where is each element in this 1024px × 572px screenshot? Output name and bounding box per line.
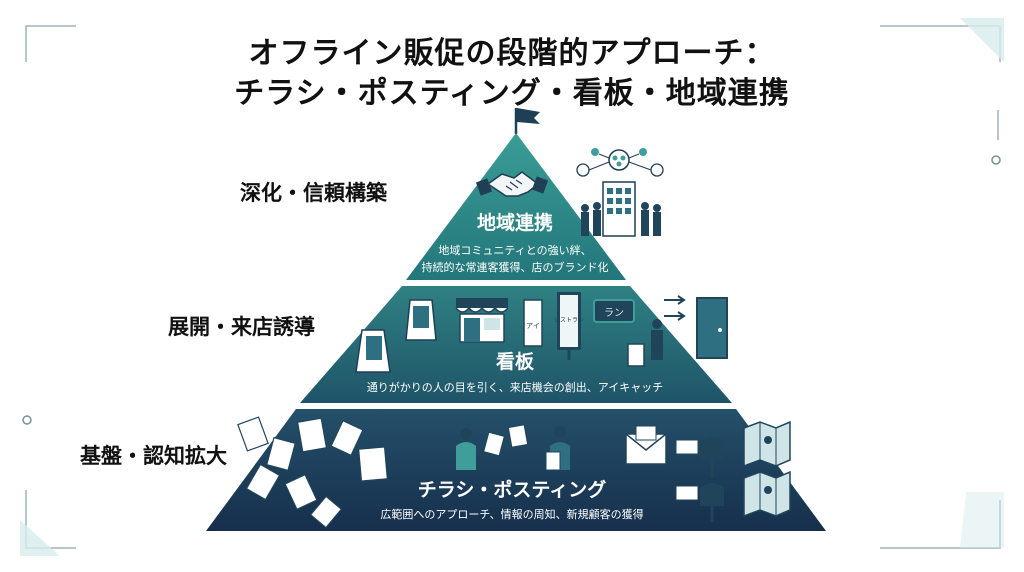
page-title-line1: オフライン販促の段階的アプローチ： xyxy=(248,36,776,71)
mailbox-icon xyxy=(675,437,724,522)
tier-title-flyers: チラシ・ポスティング xyxy=(418,478,606,501)
tier-title-signboard: 看板 xyxy=(495,350,535,373)
stage-label-foundation: 基盤・認知拡大 xyxy=(80,444,227,468)
a-frame-sign-icon xyxy=(355,299,437,373)
community-network-icon xyxy=(576,148,664,237)
map-icon xyxy=(743,420,791,518)
envelope-icon xyxy=(625,425,667,465)
tier-title-regional: 地域連携 xyxy=(477,211,553,234)
people-exchanging-flyers-icon xyxy=(456,424,570,471)
storefront-icon xyxy=(455,298,509,343)
pyramid-tier-bottom xyxy=(206,409,826,531)
tier-desc-regional-1: 地域コミュニティとの強い絆、 xyxy=(438,243,591,257)
pyramid-tier-top xyxy=(406,133,626,280)
tier-desc-flyers: 広範囲へのアプローチ、情報の周知、新規顧客の獲得 xyxy=(380,507,643,521)
stage-label-deepening: 深化・信頼構築 xyxy=(240,181,387,205)
door-icon xyxy=(651,295,728,360)
sign-text-a: アイ xyxy=(526,322,540,330)
handshake-icon xyxy=(475,171,549,197)
sign-text-b: レストラン xyxy=(554,317,584,324)
tier-desc-regional-2: 持続的な常連客獲得、店のブランド化 xyxy=(422,260,609,274)
stage-label-expansion: 展開・来店誘導 xyxy=(168,315,315,339)
sign-text-c: ラン xyxy=(604,307,624,319)
flag-icon xyxy=(514,108,540,134)
signboard-icon: アイ レストラン ラン xyxy=(523,292,645,367)
tier-desc-signboard: 通りがかりの人の目を引く、来店機会の創出、アイキャッチ xyxy=(367,380,663,394)
page-title-line2: チラシ・ポスティング・看板・地域連携 xyxy=(234,76,790,111)
flyers-icon xyxy=(237,416,388,529)
